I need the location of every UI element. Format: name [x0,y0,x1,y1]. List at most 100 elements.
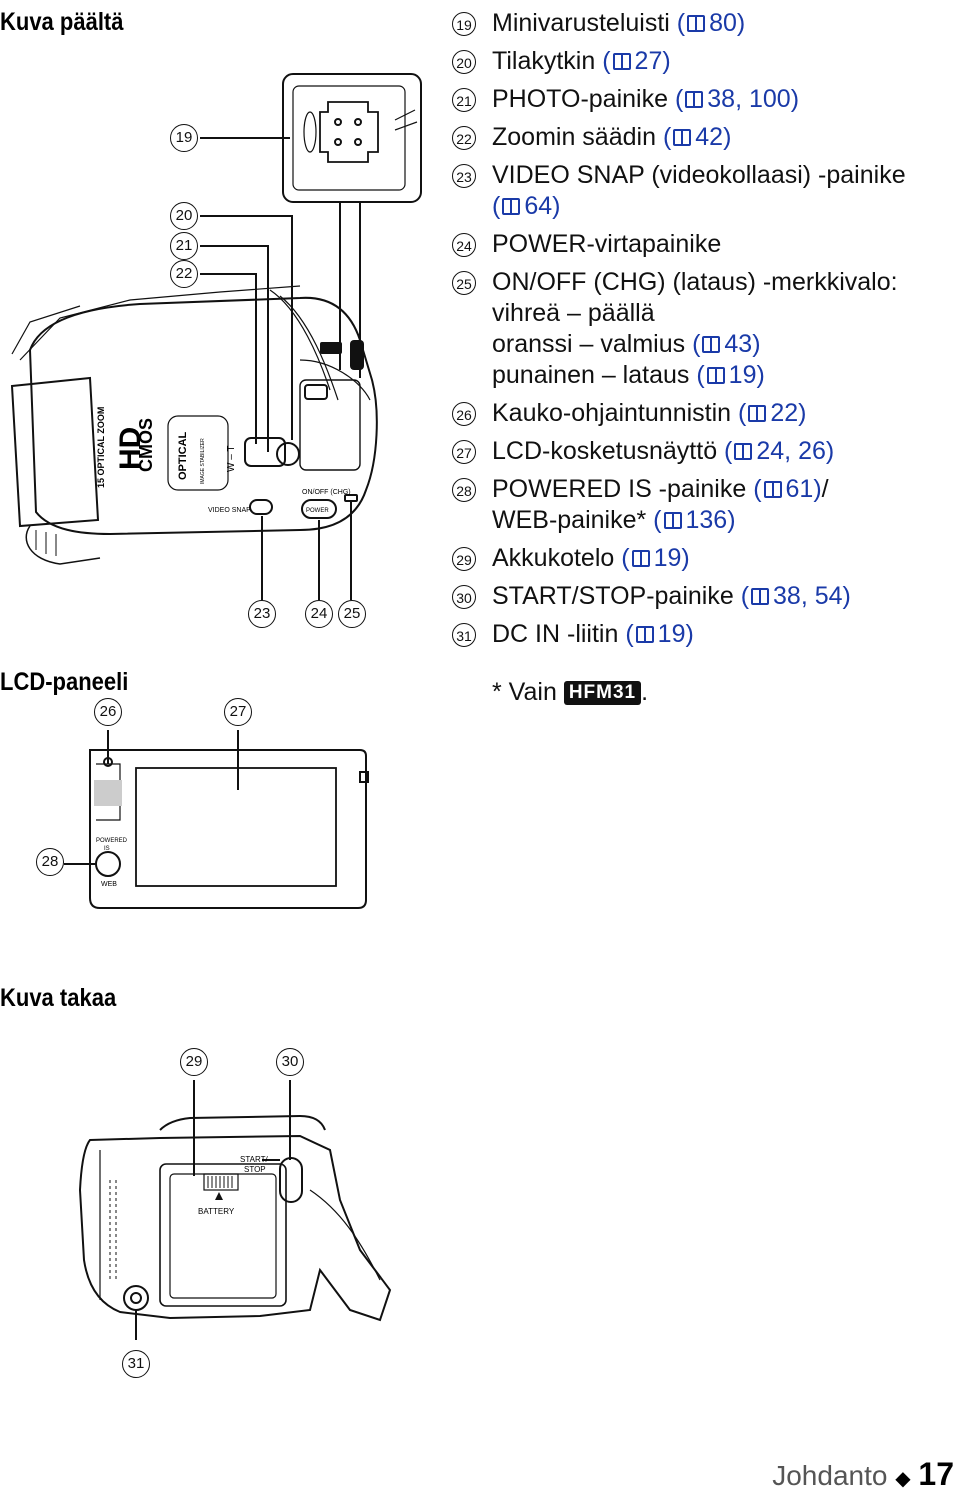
label-optical-zoom: 15 OPTICAL ZOOM [96,407,106,488]
footer-page-number: 17 [918,1456,954,1492]
page-reference[interactable]: (38, 100) [674,85,800,113]
item-number: 23 [452,164,476,188]
callout-20: 20 [170,202,198,230]
label-battery: BATTERY [198,1207,235,1216]
lens-barrel [10,376,100,528]
heading-back-view: Kuva takaa [0,984,117,1012]
item-text: Zoomin säädin [492,123,663,151]
reference-pages: 61 [785,475,814,503]
item-number: 20 [452,50,476,74]
item-line: Akkukotelo (19) [492,543,952,574]
item-text: LCD-kosketusnäyttö [492,437,725,465]
footer-diamond-icon: ◆ [895,1468,911,1490]
item-text: Kauko-ohjaintunnistin [492,399,738,427]
item-number: 29 [452,547,476,571]
callout-31: 31 [122,1350,150,1378]
dc-in-jack [123,1285,149,1311]
heading-top-view: Kuva päältä [0,8,124,36]
camera-back-view-illustration: BATTERY START/ STOP [78,1080,392,1340]
page-reference[interactable]: (24, 26) [724,437,835,465]
reference-pages: 43 [724,330,753,358]
item-line: Zoomin säädin (42) [492,122,952,153]
reference-pages: 136 [685,506,728,534]
page-reference[interactable]: (42) [662,123,732,151]
item-text: DC IN -liitin [492,620,626,648]
page-reference[interactable]: (136) [653,506,736,534]
item-line: WEB-painike* (136) [492,505,952,536]
item-text: vihreä – päällä [492,299,655,327]
reference-pages: 24, 26 [756,437,826,465]
book-icon [502,198,521,215]
powered-is-button-shape [95,851,121,877]
item-line: DC IN -liitin (19) [492,619,952,650]
page-footer: Johdanto ◆ 17 [772,1456,954,1493]
page-reference[interactable]: (22) [738,399,807,427]
item-suffix: / [821,475,829,503]
page-reference[interactable]: (19) [696,361,765,389]
label-start: START/ [240,1155,268,1164]
book-icon [612,53,631,70]
callout-29: 29 [180,1048,208,1076]
item-number: 25 [452,271,476,295]
list-item: 20 Tilakytkin (27) [452,46,952,77]
page-reference[interactable]: (61) [753,475,822,503]
zoom-lever [244,437,286,467]
page-reference[interactable]: (19) [621,544,690,572]
page-reference[interactable]: (80) [676,9,746,37]
item-text: POWER-virtapainike [492,230,722,258]
callout-26: 26 [94,698,122,726]
book-icon [706,367,725,384]
callout-30: 30 [276,1048,304,1076]
label-image-stabilizer: IMAGE STABILIZER [200,438,206,484]
item-number: 31 [452,623,476,647]
page-reference[interactable]: (38, 54) [740,582,851,610]
page-reference[interactable]: (19) [625,620,694,648]
item-text: oranssi – valmius [492,330,693,358]
item-text: PHOTO-painike [492,85,675,113]
book-icon [685,91,704,108]
page-reference[interactable]: (27) [602,47,671,75]
footnote: * Vain HFM31. [492,678,648,707]
item-line: POWERED IS -painike (61)/ [492,474,952,505]
model-badge: HFM31 [563,681,642,705]
item-line: ON/OFF (CHG) (lataus) -merkkivalo: [492,267,952,298]
item-number: 24 [452,233,476,257]
list-item: 25 ON/OFF (CHG) (lataus) -merkkivalo:vihr… [452,267,952,391]
reference-pages: 22 [770,399,799,427]
label-is: IS [104,846,110,852]
reference-pages: 19 [728,361,757,389]
callout-19: 19 [170,124,198,152]
book-icon [751,588,770,605]
callout-23: 23 [248,600,276,628]
book-icon [763,481,782,498]
footnote-suffix: . [641,678,649,706]
item-line: (64) [492,191,952,222]
item-text: START/STOP-painike [492,582,741,610]
item-text: Akkukotelo [492,544,622,572]
page-reference[interactable]: (64) [492,192,561,220]
item-line: PHOTO-painike (38, 100) [492,84,952,115]
camera-top-view-illustration: 15 OPTICAL ZOOM HD CMOS OPTICAL IMAGE ST… [10,73,422,600]
item-line: punainen – lataus (19) [492,360,952,391]
item-text: POWERED IS -painike [492,475,754,503]
item-text: WEB-painike* [492,506,654,534]
item-text: Minivarusteluisti [492,9,677,37]
video-snap-button-shape [249,499,273,515]
label-cmos: CMOS [136,418,156,472]
photo-button [276,442,300,466]
book-icon [748,405,767,422]
item-text: Tilakytkin [492,47,603,75]
page-reference[interactable]: (43) [692,330,761,358]
callout-22: 22 [170,260,198,288]
heading-lcd-panel: LCD-paneeli [0,668,129,696]
item-text: punainen – lataus [492,361,697,389]
reference-pages: 38, 54 [773,582,843,610]
battery-compartment [159,1163,287,1307]
callout-28: 28 [36,848,64,876]
label-powered: POWERED [96,838,128,844]
item-line: POWER-virtapainike [492,229,952,260]
item-number: 26 [452,402,476,426]
